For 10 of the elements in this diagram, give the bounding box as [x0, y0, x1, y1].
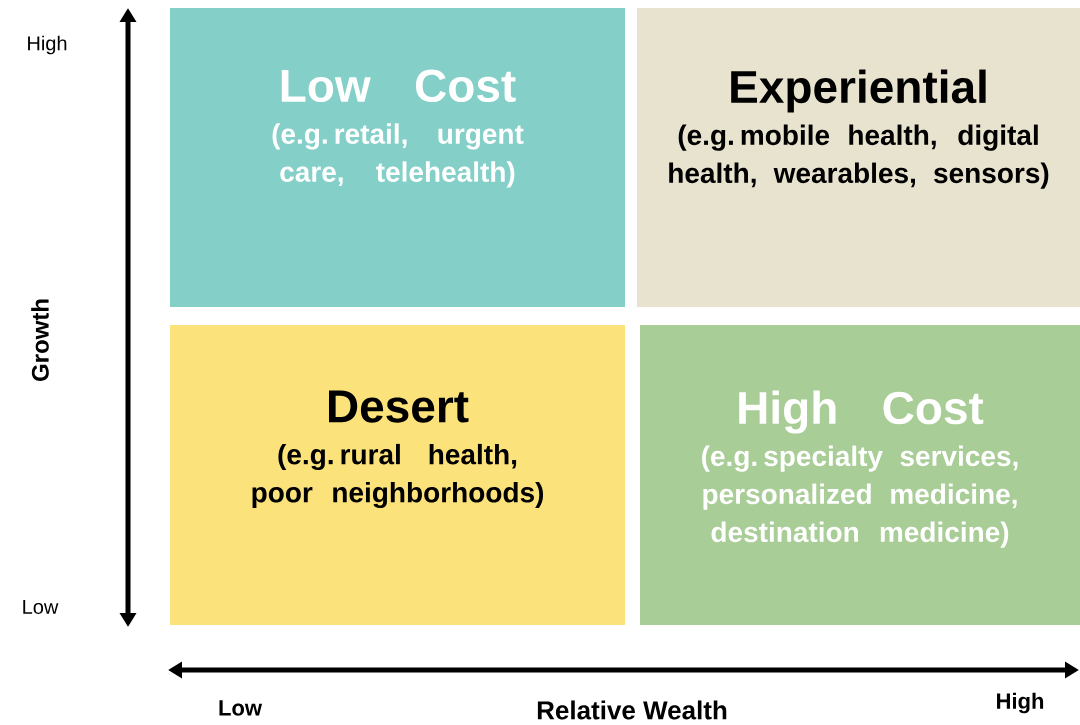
axis-label: Relative Wealth — [537, 700, 727, 720]
quadrant-box: Low Cost (e.g. retail, urgent care, telehealth) — [170, 8, 625, 307]
axis-label: High — [28, 35, 67, 55]
quadrant-box: Desert (e.g. rural health, poor neighborhoods) — [170, 325, 625, 625]
quadrant-box: Experiential (e.g. mobile health, digital health, wearables, sensors) — [637, 8, 1080, 307]
axis-label: Low — [23, 600, 59, 614]
axis-label: Growth — [31, 299, 49, 381]
axis-label: High — [997, 692, 1044, 714]
axis-label: Low — [219, 700, 263, 716]
quadrant-box: High Cost (e.g. specialty services, personalized medicine, destination medicine) — [640, 325, 1080, 625]
